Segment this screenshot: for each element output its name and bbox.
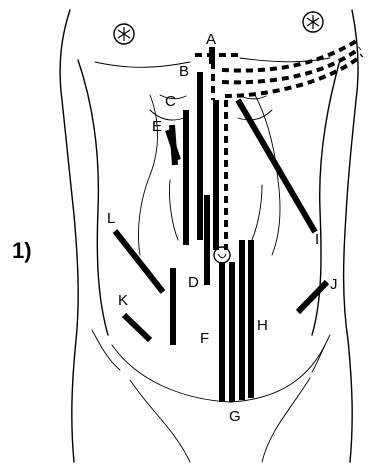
lower-abdomen-curve bbox=[112, 345, 325, 402]
label-D: D bbox=[188, 274, 199, 291]
incision-I bbox=[238, 100, 315, 232]
hip-fold-right bbox=[312, 335, 330, 372]
incision-thoracoabdominal-2 bbox=[222, 48, 360, 82]
figure-number: 1) bbox=[12, 238, 32, 263]
incision-E-2 bbox=[172, 125, 175, 165]
left-shoulder-arm-outline bbox=[60, 10, 78, 462]
label-I: I bbox=[315, 231, 319, 248]
label-H: H bbox=[257, 317, 268, 334]
incision-thoracoabdominal-1 bbox=[222, 40, 358, 71]
right-nipple bbox=[303, 12, 323, 32]
label-L: L bbox=[107, 210, 115, 227]
left-nipple bbox=[114, 24, 134, 44]
label-B: B bbox=[179, 63, 189, 80]
label-A: A bbox=[206, 31, 216, 48]
label-C: C bbox=[165, 93, 176, 110]
chest-line-left bbox=[95, 62, 190, 67]
incision-J bbox=[298, 282, 327, 312]
left-flank-outline bbox=[78, 60, 108, 335]
label-K: K bbox=[118, 292, 128, 309]
label-G: G bbox=[229, 408, 241, 425]
label-F: F bbox=[200, 330, 209, 347]
incision-K bbox=[124, 315, 150, 340]
label-J: J bbox=[330, 276, 338, 293]
right-shoulder-arm-outline bbox=[344, 10, 358, 462]
label-E: E bbox=[152, 118, 162, 135]
groin-left bbox=[130, 380, 190, 462]
groin-right bbox=[262, 378, 310, 462]
